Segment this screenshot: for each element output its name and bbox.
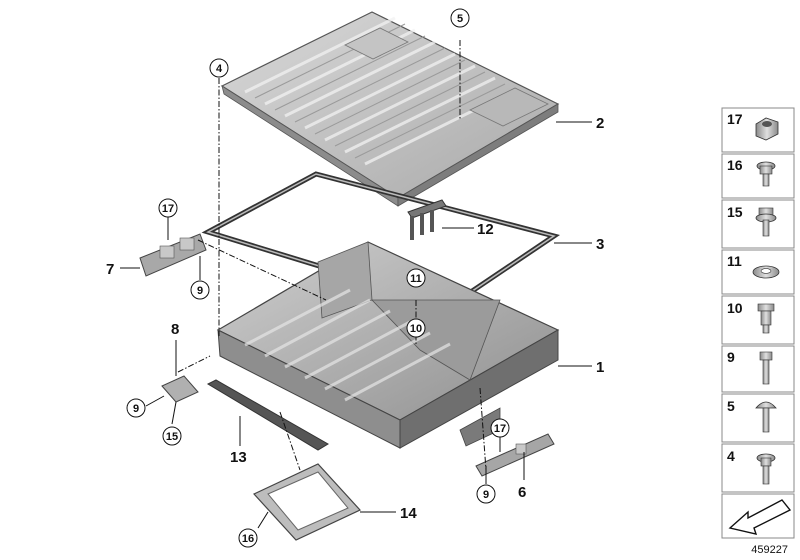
service-cover-gasket bbox=[253, 463, 361, 541]
svg-text:11: 11 bbox=[410, 273, 422, 285]
circle-callout-5: 5 bbox=[450, 8, 470, 28]
legend-item-17: 17 bbox=[721, 107, 795, 153]
svg-text:17: 17 bbox=[727, 111, 743, 127]
hardware-legend: 17 16 15 11 10 bbox=[721, 107, 795, 539]
clip-part-8 bbox=[161, 375, 199, 403]
circle-callout-16: 16 bbox=[238, 528, 258, 548]
legend-item-5: 5 bbox=[721, 393, 795, 443]
svg-text:4: 4 bbox=[216, 63, 223, 75]
circle-callout-4: 4 bbox=[209, 58, 229, 78]
svg-text:17: 17 bbox=[162, 203, 174, 215]
direction-arrow-icon bbox=[728, 499, 792, 535]
housing-tray bbox=[216, 241, 560, 449]
svg-text:9: 9 bbox=[197, 285, 203, 297]
callout-3: 3 bbox=[596, 236, 604, 253]
nut-icon bbox=[755, 117, 779, 141]
svg-text:5: 5 bbox=[727, 398, 735, 414]
callout-12: 12 bbox=[477, 221, 494, 238]
svg-text:4: 4 bbox=[727, 448, 735, 464]
legend-item-10: 10 bbox=[721, 295, 795, 345]
bracket-part-6 bbox=[475, 433, 555, 477]
housing-cover bbox=[220, 11, 560, 207]
svg-text:9: 9 bbox=[483, 489, 489, 501]
svg-text:16: 16 bbox=[727, 157, 743, 173]
callout-13: 13 bbox=[230, 449, 247, 466]
legend-item-4: 4 bbox=[721, 443, 795, 493]
legend-item-9: 9 bbox=[721, 345, 795, 393]
circle-callout-17-right: 17 bbox=[490, 418, 510, 438]
svg-text:11: 11 bbox=[727, 253, 742, 269]
callout-7: 7 bbox=[106, 261, 114, 278]
diagram-id: 459227 bbox=[751, 544, 788, 556]
callout-1: 1 bbox=[596, 359, 604, 376]
circle-callout-9-upper: 9 bbox=[190, 280, 210, 300]
circle-callout-10: 10 bbox=[406, 318, 426, 338]
callout-6: 6 bbox=[518, 484, 526, 501]
circle-callout-11: 11 bbox=[406, 268, 426, 288]
callout-2: 2 bbox=[596, 115, 604, 132]
spacer-bolt-icon bbox=[757, 303, 775, 312]
circle-callout-15: 15 bbox=[162, 426, 182, 446]
bracket-part-12 bbox=[407, 199, 447, 240]
svg-text:15: 15 bbox=[727, 204, 743, 220]
circled-callouts: 5 4 17 9 11 10 9 15 bbox=[126, 8, 510, 548]
legend-item-15: 15 bbox=[721, 199, 795, 249]
pan-head-screw-icon bbox=[755, 401, 777, 409]
circle-callout-9-right: 9 bbox=[476, 484, 496, 504]
svg-text:5: 5 bbox=[457, 13, 463, 25]
leader-lines bbox=[120, 121, 592, 529]
legend-item-11: 11 bbox=[721, 249, 795, 295]
svg-text:9: 9 bbox=[727, 349, 735, 365]
callout-8: 8 bbox=[171, 321, 179, 338]
svg-text:15: 15 bbox=[166, 431, 178, 443]
svg-text:17: 17 bbox=[494, 423, 506, 435]
svg-text:10: 10 bbox=[410, 323, 422, 335]
svg-text:9: 9 bbox=[133, 403, 139, 415]
seal-strip bbox=[206, 379, 329, 451]
callout-14: 14 bbox=[400, 505, 417, 522]
legend-arrow-box bbox=[721, 493, 795, 539]
legend-item-16: 16 bbox=[721, 153, 795, 199]
bracket-part-7 bbox=[139, 233, 207, 277]
svg-text:16: 16 bbox=[242, 533, 254, 545]
svg-text:10: 10 bbox=[727, 300, 743, 316]
hex-bolt-icon bbox=[759, 351, 773, 361]
callouts: 2 3 1 12 7 8 13 14 6 bbox=[106, 115, 604, 522]
circle-callout-17-left: 17 bbox=[158, 198, 178, 218]
circle-callout-9-left: 9 bbox=[126, 398, 146, 418]
